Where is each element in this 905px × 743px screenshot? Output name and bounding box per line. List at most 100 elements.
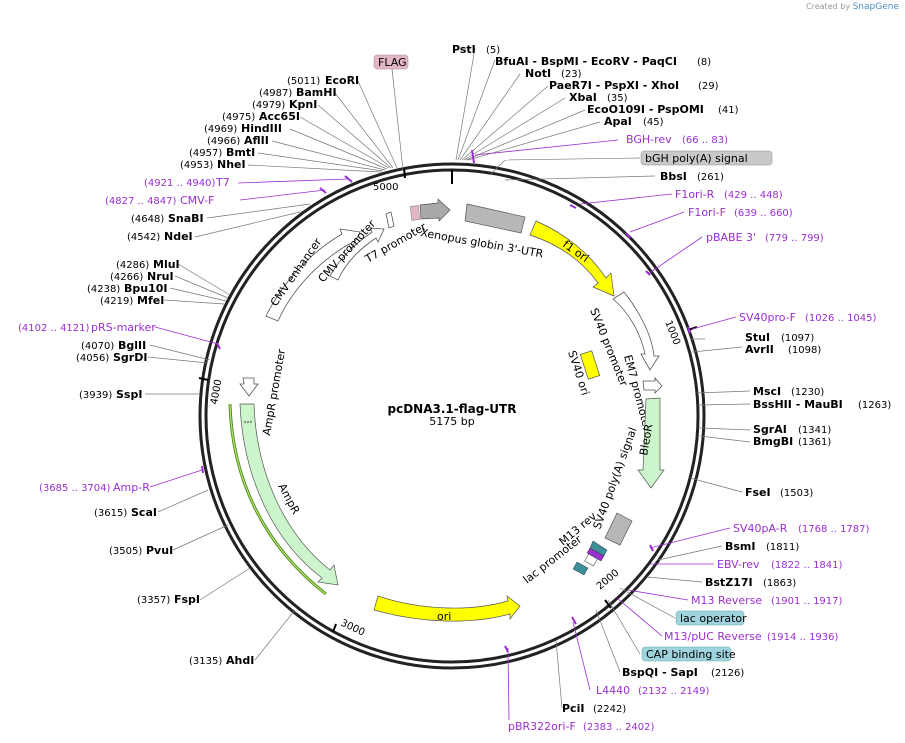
label-mfei: (4219)MfeI [100,294,164,307]
label-bmti: (4957)BmtI [189,146,255,159]
label-amp-r-primer: (3685 .. 3704)Amp-R [39,481,150,494]
lac-operator-feature-box: lac operator [675,610,747,626]
label-cmv-f-primer: (4827 .. 4847)CMV-F [105,194,214,207]
svg-text:(2126): (2126) [711,668,744,679]
cmv-enhancer-label: CMV enhancer [268,235,325,308]
label-sspi: (3939)SspI [79,388,142,401]
ori-label: ori [437,610,451,623]
svg-text:(66 .. 83): (66 .. 83) [682,135,728,146]
svg-text:PaeR7I - PspXI - XhoI: PaeR7I - PspXI - XhoI [549,79,679,92]
svg-text:BGH-rev: BGH-rev [626,133,672,146]
cmv-promoter-feature [329,227,385,281]
svg-text:BspQI - SapI: BspQI - SapI [622,666,698,679]
svg-text:AflII: AflII [244,134,269,147]
svg-text:(1914 .. 1936): (1914 .. 1936) [767,632,839,643]
svg-text:(3939): (3939) [79,390,112,401]
svg-text:(1341): (1341) [798,425,831,436]
svg-text:EcoO109I - PspOMI: EcoO109I - PspOMI [587,103,704,116]
label-pcii: PciI(2242) [562,702,626,715]
svg-text:(1361): (1361) [798,437,831,448]
svg-text:(4987): (4987) [259,88,292,99]
flag-arrow-feature [419,198,451,222]
svg-text:(4238): (4238) [87,284,120,295]
xenopus-globin-label: Xenopus globin 3'-UTR [419,226,544,260]
label-mlui: (4286)MluI [116,258,180,271]
ampr-feature [239,403,339,586]
svg-text:(1822 .. 1841): (1822 .. 1841) [771,560,843,571]
svg-text:SV40pA-R: SV40pA-R [733,522,788,535]
label-bstz17i: BstZ17I(1863) [705,576,796,589]
svg-text:(41): (41) [718,105,739,116]
svg-text:4000: 4000 [209,379,224,406]
svg-text:(3685 .. 3704): (3685 .. 3704) [39,483,111,494]
snapgene-logo-text: SnapGene [852,2,899,12]
svg-text:bGH poly(A) signal: bGH poly(A) signal [645,152,748,165]
label-bamhi: (4987)BamHI [259,86,337,99]
label-m13-puc-reverse-primer: M13/pUC Reverse(1914 .. 1936) [664,630,839,643]
lac-promoter-label: lac promoter [521,532,585,586]
svg-text:F1ori-R: F1ori-R [675,188,715,201]
plasmid-name: pcDNA3.1-flag-UTR [388,402,517,416]
label-bfuai-group: BfuAI - BspMI - EcoRV - PaqCI(8) [495,55,711,68]
svg-text:BmgBI: BmgBI [753,435,793,448]
svg-text:(4979): (4979) [252,100,285,111]
cmv-enhancer-feature [265,228,361,322]
label-hindiii: (4969)HindIII [204,122,282,135]
plasmid-size: 5175 bp [429,415,474,428]
label-kpni: (4979)KpnI [252,98,317,111]
ampr-promoter-label: AmpR promoter [260,348,288,437]
svg-text:M13 Reverse: M13 Reverse [691,594,762,607]
label-psti: PstI(5) [452,43,500,56]
svg-text:(29): (29) [698,81,719,92]
svg-text:5000: 5000 [373,182,398,193]
label-sgrai: SgrAI (1341) [753,423,831,436]
snapgene-brand: Created by SnapGene [806,2,899,12]
svg-text:(1863): (1863) [763,578,796,589]
svg-text:FseI: FseI [745,486,771,499]
svg-text:(4070): (4070) [81,341,114,352]
label-nhei: (4953)NheI [180,158,246,171]
svg-text:NotI: NotI [525,67,551,80]
svg-text:BfuAI - BspMI - EcoRV -: BfuAI - BspMI - EcoRV - PaqCI [495,55,677,68]
label-sv40pa-r-primer: SV40pA-R(1768 .. 1787) [733,522,870,535]
label-ahdi: (3135)AhdI [189,654,254,667]
svg-text:SgrAI: SgrAI [753,423,787,436]
svg-text:ApaI: ApaI [604,115,632,128]
label-aflii: (4966) AflII [207,134,269,147]
svg-text:BmtI: BmtI [226,146,255,159]
svg-text:EBV-rev: EBV-rev [717,558,760,571]
label-fspi: (3357)FspI [137,593,200,606]
sv40-promoter-feature [612,291,660,371]
svg-text:(4286): (4286) [116,260,149,271]
bleor-label: BleoR [637,423,655,457]
svg-text:BbsI: BbsI [660,170,687,183]
sv40-polya-feature [604,512,633,546]
svg-text:(4953): (4953) [180,160,213,171]
svg-text:(4966): (4966) [207,136,240,147]
tick-5000: 5000 [373,167,406,193]
label-ecoo109i-group: EcoO109I - PspOMI (41) [587,103,739,116]
svg-text:L4440: L4440 [596,684,630,697]
svg-text:Acc65I: Acc65I [259,110,300,123]
label-scai: (3615)ScaI [94,506,157,519]
tick-4000: 4000 [198,377,224,406]
svg-text:SV40pro-F: SV40pro-F [739,311,796,324]
tick-2000: 2000 [595,568,621,609]
label-msci: MscI(1230) [753,385,824,398]
svg-text:(2132 .. 2149): (2132 .. 2149) [638,686,710,697]
svg-text:(4969): (4969) [204,124,237,135]
svg-text:T7: T7 [215,176,230,189]
svg-text:AhdI: AhdI [226,654,254,667]
label-pvui: (3505)PvuI [109,544,173,557]
svg-text:(779 .. 799): (779 .. 799) [765,233,824,244]
label-bpu10i: (4238)Bpu10I [87,282,168,295]
svg-text:(429 .. 448): (429 .. 448) [724,190,783,201]
svg-text:PvuI: PvuI [146,544,173,557]
svg-text:(2383 .. 2402): (2383 .. 2402) [583,722,655,733]
svg-text:(1097): (1097) [781,333,814,344]
svg-text:pBR322ori-F: pBR322ori-F [508,720,576,733]
svg-text:BssHII - MauBI: BssHII - MauBI [753,398,843,411]
label-nrui: (4266)NruI [110,270,174,283]
backbone-ring-outer [198,162,706,670]
